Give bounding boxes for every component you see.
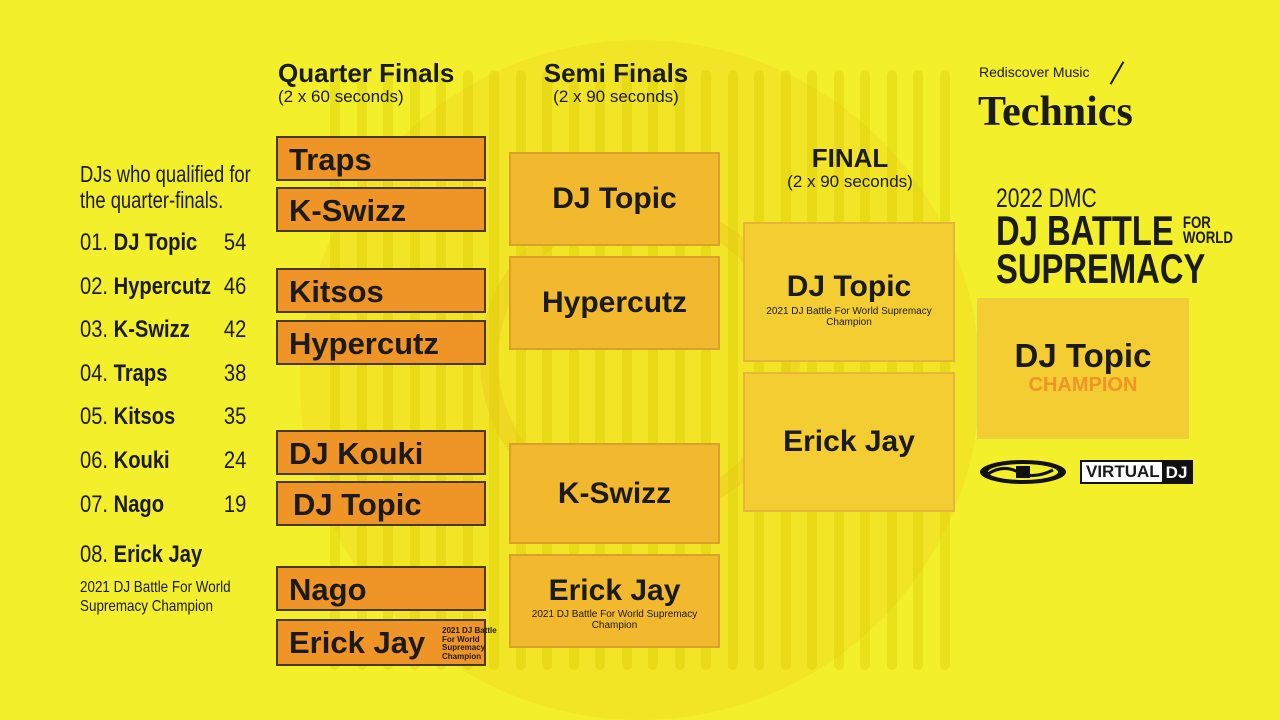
semi-sub: (2 x 90 seconds) [553, 87, 679, 106]
tagline: Rediscover Music [979, 64, 1090, 80]
technics-logo: Technics [978, 89, 1133, 135]
quarter-header: Quarter Finals (2 x 60 seconds) [278, 58, 454, 107]
qualifiers-heading: DJs who qualified for the quarter-finals… [80, 161, 251, 213]
quarter-champion-note: 2021 DJ Battle For World Supremacy Champ… [442, 626, 497, 661]
quarter-slot: DJ Topic [276, 481, 486, 526]
event-title: 2022 DMC DJ BATTLE FOR WORLD SUPREMACY [996, 183, 1233, 292]
semi-champion-note: 2021 DJ Battle For World Supremacy Champ… [531, 609, 698, 631]
seeded-note: 2021 DJ Battle For World Supremacy Champ… [80, 579, 231, 615]
final-title: FINAL [811, 143, 889, 173]
semi-slot: Erick Jay 2021 DJ Battle For World Supre… [509, 554, 720, 648]
champion-name: DJ Topic [1014, 337, 1152, 374]
semi-title: Semi Finals [543, 58, 689, 88]
semi-slot: DJ Topic [509, 152, 720, 246]
quarter-slot: Erick Jay 2021 DJ Battle For World Supre… [276, 619, 497, 666]
background-lines [330, 70, 950, 670]
quarter-sub: (2 x 60 seconds) [278, 87, 404, 106]
quarter-slot: K-Swizz [276, 187, 486, 232]
qualifiers-heading-line2: the quarter-finals. [80, 187, 224, 213]
qualifiers-heading-line1: DJs who qualified for [80, 161, 251, 187]
champion-label: CHAMPION [1028, 374, 1138, 396]
semi-slot: K-Swizz [509, 443, 720, 544]
qualifier-seeded-row: 08. Erick Jay [80, 541, 203, 568]
final-slot: DJ Topic 2021 DJ Battle For World Suprem… [743, 222, 955, 362]
virtualdj-logo: VIRTUAL DJ [1080, 460, 1194, 484]
final-header: FINAL (2 x 90 seconds) [760, 143, 940, 192]
champion-panel: DJ Topic CHAMPION [977, 298, 1189, 439]
quarter-slot: Nago [276, 566, 486, 611]
quarter-title: Quarter Finals [278, 58, 455, 88]
tagline-slash [1109, 61, 1125, 85]
semi-slot: Hypercutz [509, 256, 720, 350]
quarter-slot: Traps [276, 136, 486, 181]
final-slot: Erick Jay [743, 372, 955, 512]
quarter-slot: DJ Kouki [276, 430, 486, 475]
final-champion-note: 2021 DJ Battle For World Supremacy Champ… [766, 306, 932, 328]
final-sub: (2 x 90 seconds) [787, 172, 913, 191]
quarter-slot: Hypercutz [276, 320, 486, 365]
quarter-slot: Kitsos [276, 268, 486, 313]
dmc-logo-icon [978, 458, 1068, 491]
semi-header: Semi Finals (2 x 90 seconds) [528, 58, 704, 107]
